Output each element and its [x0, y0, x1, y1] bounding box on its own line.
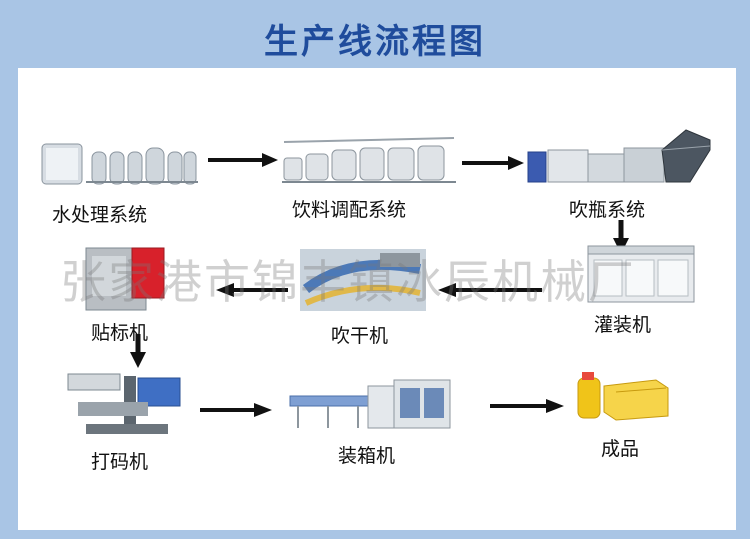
- labeling-machine: [85, 247, 165, 311]
- step-label-air-dryer: 吹干机: [331, 325, 389, 347]
- step-label-finished: 成品: [601, 438, 640, 460]
- step-label-blow-molding: 吹瓶系统: [569, 199, 646, 221]
- step-label-labeling: 贴标机: [91, 322, 149, 344]
- filling-machine: [587, 245, 695, 303]
- blending-system-machine: [282, 137, 456, 183]
- blow-molding-machine: [527, 129, 711, 183]
- step-label-case-packing: 装箱机: [338, 445, 396, 467]
- arrow-left-1: [438, 283, 542, 297]
- case-packing-machine: [289, 379, 451, 429]
- air-dryer-machine: [300, 249, 426, 311]
- step-label-blending: 饮料调配系统: [292, 199, 407, 221]
- arrow-right-2: [462, 156, 524, 170]
- step-label-filling: 灌装机: [594, 314, 652, 336]
- water-treatment-machine: [41, 143, 198, 185]
- page-title: 生产线流程图: [264, 22, 486, 62]
- step-label-water-treatment: 水处理系统: [52, 204, 148, 226]
- coding-machine: [67, 373, 181, 434]
- arrow-right-4: [490, 399, 564, 413]
- arrow-left-2: [216, 283, 288, 297]
- watermark-text: 张家港市锦丰镇冰辰机械厂: [60, 255, 636, 309]
- arrow-right-1: [208, 153, 278, 167]
- arrow-right-3: [200, 403, 272, 417]
- finished-products-image: [577, 372, 669, 421]
- step-label-coding: 打码机: [91, 451, 149, 473]
- arrow-down-2: [130, 334, 146, 368]
